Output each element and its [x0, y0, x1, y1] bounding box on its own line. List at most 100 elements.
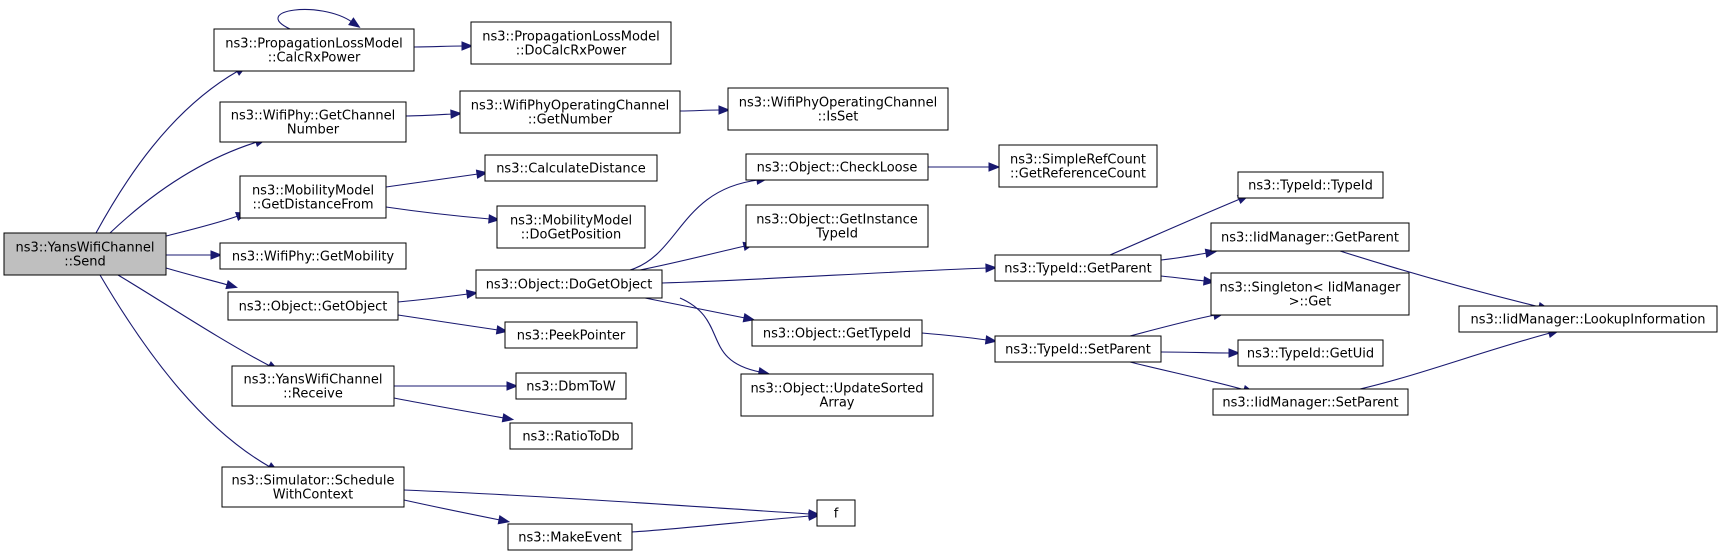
node-gettypeid[interactable]: ns3::Object::GetTypeId — [751, 319, 923, 347]
node-makeevent[interactable]: ns3::MakeEvent — [507, 523, 633, 551]
arrowhead-makeevent-to-f — [808, 511, 821, 521]
node-box — [745, 204, 929, 248]
node-singleton_get[interactable]: ns3::Singleton< IidManager>::Get — [1210, 272, 1410, 316]
call-edge-tid_getparent-to-iid_getparent — [1160, 252, 1208, 261]
node-label: ns3::WifiPhyOperatingChannel — [739, 96, 938, 111]
node-ratiotodb[interactable]: ns3::RatioToDb — [509, 422, 633, 450]
node-label: ns3::Object::GetObject — [239, 300, 388, 315]
node-tid_typeid[interactable]: ns3::TypeId::TypeId — [1237, 171, 1384, 199]
call-edge-dogetobj-to-updsorted — [679, 297, 761, 373]
node-label: ::Receive — [283, 387, 343, 402]
node-receive[interactable]: ns3::YansWifiChannel::Receive — [231, 365, 395, 407]
node-label: ns3::Singleton< IidManager — [1219, 281, 1401, 296]
node-box — [509, 422, 633, 450]
arrowhead-calcrx-to-docalcrx — [461, 41, 474, 51]
node-iid_setparent[interactable]: ns3::IidManager::SetParent — [1212, 388, 1409, 416]
arrowhead-dogetobj-to-tid_getparent — [985, 263, 998, 273]
node-box — [475, 269, 663, 299]
call-edge-dogetobj-to-gettypeid — [639, 296, 746, 319]
call-edge-tid_setparent-to-singleton_get — [1129, 314, 1216, 337]
node-getobj[interactable]: ns3::Object::GetObject — [227, 291, 399, 321]
node-dogetobj[interactable]: ns3::Object::DoGetObject — [475, 269, 663, 299]
node-box — [1458, 305, 1718, 333]
node-f[interactable]: f — [816, 499, 856, 527]
node-label: ns3::WifiPhy::GetChannel — [231, 109, 396, 124]
node-box — [507, 523, 633, 551]
node-iid_lookup[interactable]: ns3::IidManager::LookupInformation — [1458, 305, 1718, 333]
node-tid_getparent[interactable]: ns3::TypeId::GetParent — [994, 254, 1162, 282]
call-edge-gettypeid-to-tid_setparent — [921, 332, 988, 341]
node-iid_getparent[interactable]: ns3::IidManager::GetParent — [1210, 222, 1410, 252]
call-edges — [95, 8, 1560, 533]
node-checkloose[interactable]: ns3::Object::CheckLoose — [745, 153, 929, 181]
node-label: ns3::TypeId::GetParent — [1004, 262, 1152, 277]
node-label: >::Get — [1289, 295, 1332, 310]
node-label: ns3::DbmToW — [526, 380, 616, 395]
node-calcdist[interactable]: ns3::CalculateDistance — [484, 154, 658, 182]
node-label: ns3::PeekPointer — [517, 329, 626, 344]
node-label: ns3::Object::DoGetObject — [486, 278, 653, 293]
call-nodes: ns3::YansWifiChannel::Send ns3::Propagati… — [3, 21, 1718, 551]
node-tid_setparent[interactable]: ns3::TypeId::SetParent — [994, 335, 1162, 363]
node-label: ns3::PropagationLossModel — [225, 37, 403, 52]
node-box — [213, 28, 415, 72]
node-opch_isset[interactable]: ns3::WifiPhyOperatingChannel::IsSet — [727, 87, 949, 131]
node-label: ns3::IidManager::LookupInformation — [1470, 313, 1705, 328]
node-label: ns3::PropagationLossModel — [482, 30, 660, 45]
node-box — [998, 144, 1158, 188]
node-label: ns3::RatioToDb — [522, 430, 619, 445]
node-label: Array — [819, 396, 854, 411]
node-dbmtow[interactable]: ns3::DbmToW — [515, 372, 627, 400]
call-edge-tid_setparent-to-tid_getuid — [1160, 351, 1231, 354]
node-box — [459, 90, 681, 134]
node-box — [231, 365, 395, 407]
node-send[interactable]: ns3::YansWifiChannel::Send — [3, 232, 167, 276]
node-box — [504, 321, 638, 349]
node-box — [1210, 222, 1410, 252]
arrowhead-getdist-to-dogetpos — [488, 214, 501, 224]
call-edge-dogetobj-to-checkloose — [629, 179, 759, 271]
node-label: ns3::Object::GetTypeId — [763, 327, 911, 342]
node-label: ns3::IidManager::SetParent — [1222, 396, 1398, 411]
node-calcrx[interactable]: ns3::PropagationLossModel::CalcRxPower — [213, 28, 415, 72]
node-label: ns3::IidManager::GetParent — [1221, 231, 1399, 246]
node-label: ::GetNumber — [528, 113, 613, 128]
node-label: ::GetReferenceCount — [1010, 167, 1146, 182]
arrowhead-getobj-to-peekptr — [495, 325, 509, 335]
node-peekptr[interactable]: ns3::PeekPointer — [504, 321, 638, 349]
arrowhead-send-to-getobj — [225, 280, 238, 290]
node-label: ns3::MobilityModel — [510, 214, 632, 229]
node-box — [994, 335, 1162, 363]
node-opch_getnum[interactable]: ns3::WifiPhyOperatingChannel::GetNumber — [459, 90, 681, 134]
arrowhead-opch_getnum-to-opch_isset — [718, 105, 731, 115]
node-docalcrx[interactable]: ns3::PropagationLossModel::DoCalcRxPower — [470, 21, 672, 65]
node-dogetpos[interactable]: ns3::MobilityModel::DoGetPosition — [496, 205, 646, 249]
node-getdist[interactable]: ns3::MobilityModel::GetDistanceFrom — [239, 175, 387, 219]
node-label: ::DoGetPosition — [521, 228, 622, 243]
node-getrefcount[interactable]: ns3::SimpleRefCount::GetReferenceCount — [998, 144, 1158, 188]
node-label: ns3::YansWifiChannel — [244, 373, 383, 388]
node-getmob[interactable]: ns3::WifiPhy::GetMobility — [219, 242, 407, 270]
call-edge-tid_getparent-to-tid_typeid — [1109, 198, 1241, 256]
call-edge-getchnum-to-opch_getnum — [405, 113, 453, 117]
arrowhead-getdist-to-calcdist — [475, 169, 489, 179]
call-edge-send-to-schedule — [99, 274, 271, 468]
node-label: ns3::Object::UpdateSorted — [750, 382, 923, 397]
node-label: TypeId — [815, 227, 858, 242]
node-label: ns3::YansWifiChannel — [16, 241, 155, 256]
node-label: ns3::WifiPhy::GetMobility — [232, 250, 395, 265]
arrowhead-schedule-to-makeevent — [497, 515, 511, 525]
node-label: ns3::TypeId::SetParent — [1005, 343, 1151, 358]
node-box — [1237, 171, 1384, 199]
node-tid_getuid[interactable]: ns3::TypeId::GetUid — [1237, 339, 1384, 367]
call-edge-calcrx-to-calcrx — [277, 8, 353, 30]
node-label: ns3::MakeEvent — [518, 531, 622, 546]
call-edge-getobj-to-dogetobj — [397, 293, 469, 303]
node-label: ::Send — [64, 255, 106, 270]
arrowhead-calcrx-to-calcrx — [348, 17, 361, 28]
call-edge-makeevent-to-f — [631, 515, 811, 533]
